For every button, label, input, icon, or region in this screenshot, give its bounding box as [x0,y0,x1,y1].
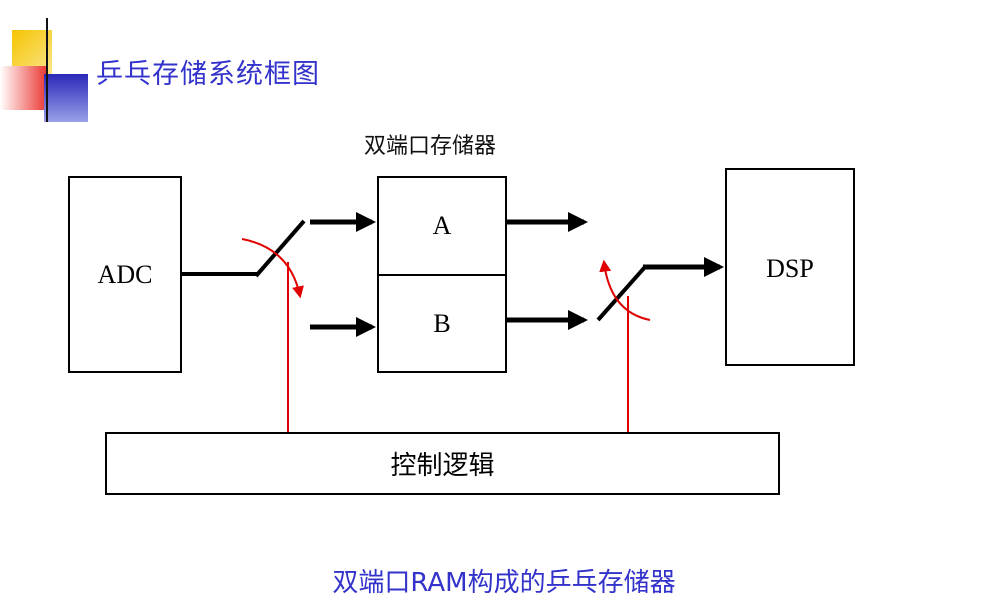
deco-blue-square [44,74,88,122]
port-b-label: B [433,308,451,338]
page-title: 乒乓存储系统框图 [96,59,320,90]
deco-red-square [0,66,46,110]
output-switch-blade [596,265,647,322]
dsp-block: DSP [725,168,855,366]
control-logic-block: 控制逻辑 [105,432,780,495]
dual-port-memory-label: 双端口存储器 [364,134,497,159]
input-switch-blade [254,219,306,278]
port-b-block: B [377,274,507,373]
port-a-block: A [377,176,507,276]
port-a-label: A [432,211,452,240]
control-logic-label: 控制逻辑 [390,451,495,481]
dsp-label: DSP [766,254,814,283]
input-switch-arc [241,238,304,299]
adc-block: ADC [68,176,182,373]
deco-vertical-line [46,18,48,122]
adc-label: ADC [97,259,153,289]
output-switch-arc [599,259,651,321]
figure-caption: 双端口RAM构成的乒乓存储器 [332,568,676,598]
